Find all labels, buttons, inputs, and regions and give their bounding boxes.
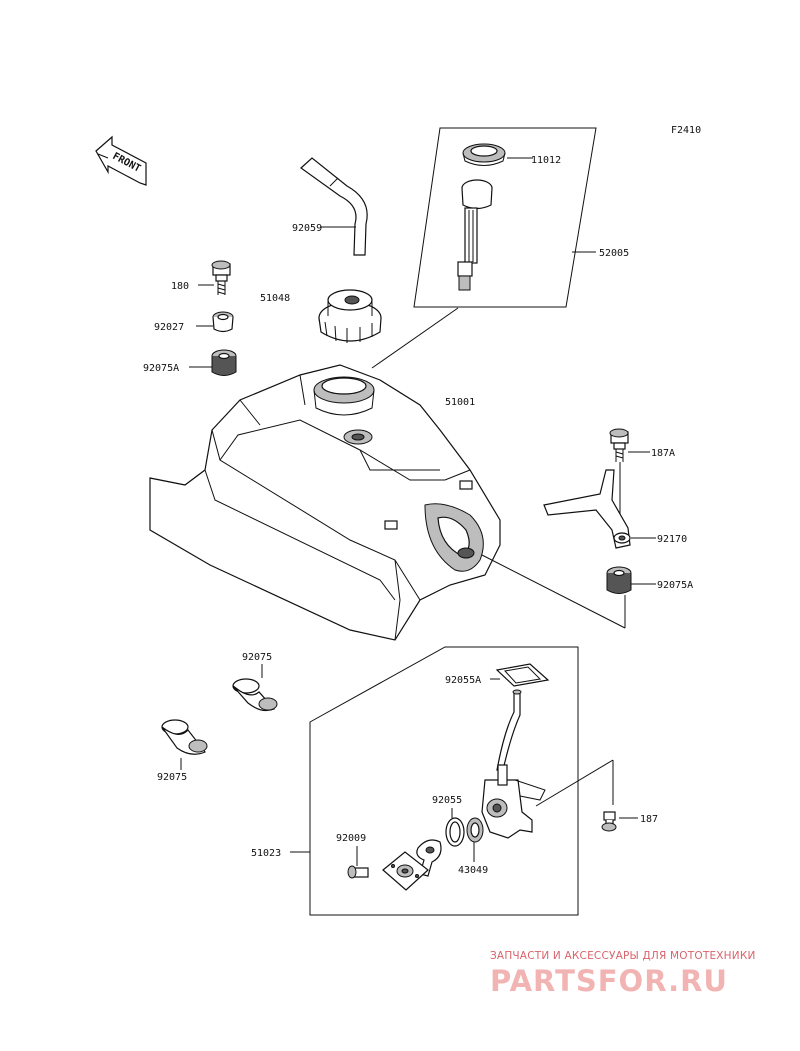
label-180: 180 (171, 281, 189, 292)
fuel-cock-assembly (290, 646, 614, 916)
damper-92075-lower (161, 719, 208, 770)
label-92055: 92055 (432, 795, 462, 806)
bracket-92170 (543, 469, 656, 549)
label-92075-bottom: 92075 (157, 772, 187, 783)
label-51023: 51023 (251, 848, 281, 859)
bolt-180 (198, 260, 231, 295)
label-51048: 51048 (260, 293, 290, 304)
label-92009: 92009 (336, 833, 366, 844)
figure-code: F2410 (671, 125, 701, 136)
breather-hose (300, 157, 368, 256)
watermark-tagline: ЗАПЧАСТИ И АКСЕССУАРЫ ДЛЯ МОТОТЕХНИКИ (490, 950, 756, 962)
label-51001: 51001 (445, 397, 475, 408)
fuel-tank (149, 364, 501, 641)
label-11012: 11012 (531, 155, 561, 166)
damper-92075-upper (232, 664, 278, 712)
fuel-gauge-assembly (413, 127, 597, 308)
damper-92075a-left (189, 349, 237, 376)
damper-92075a-right (606, 566, 656, 594)
label-187a: 187A (651, 448, 675, 459)
label-92027: 92027 (154, 322, 184, 333)
label-187: 187 (640, 814, 658, 825)
bolt-187 (601, 811, 638, 832)
label-92075a-right: 92075A (657, 580, 693, 591)
collar-92027 (196, 311, 234, 333)
label-92170: 92170 (657, 534, 687, 545)
label-92059: 92059 (292, 223, 322, 234)
label-43049: 43049 (458, 865, 488, 876)
fuel-cap (318, 289, 382, 343)
front-arrow-icon: FRONT (95, 135, 147, 186)
label-92075-top: 92075 (242, 652, 272, 663)
label-52005: 52005 (599, 248, 629, 259)
label-92075a-left: 92075A (143, 363, 179, 374)
label-92055a: 92055A (445, 675, 481, 686)
watermark-logo: PARTSFOR.RU (490, 964, 728, 998)
